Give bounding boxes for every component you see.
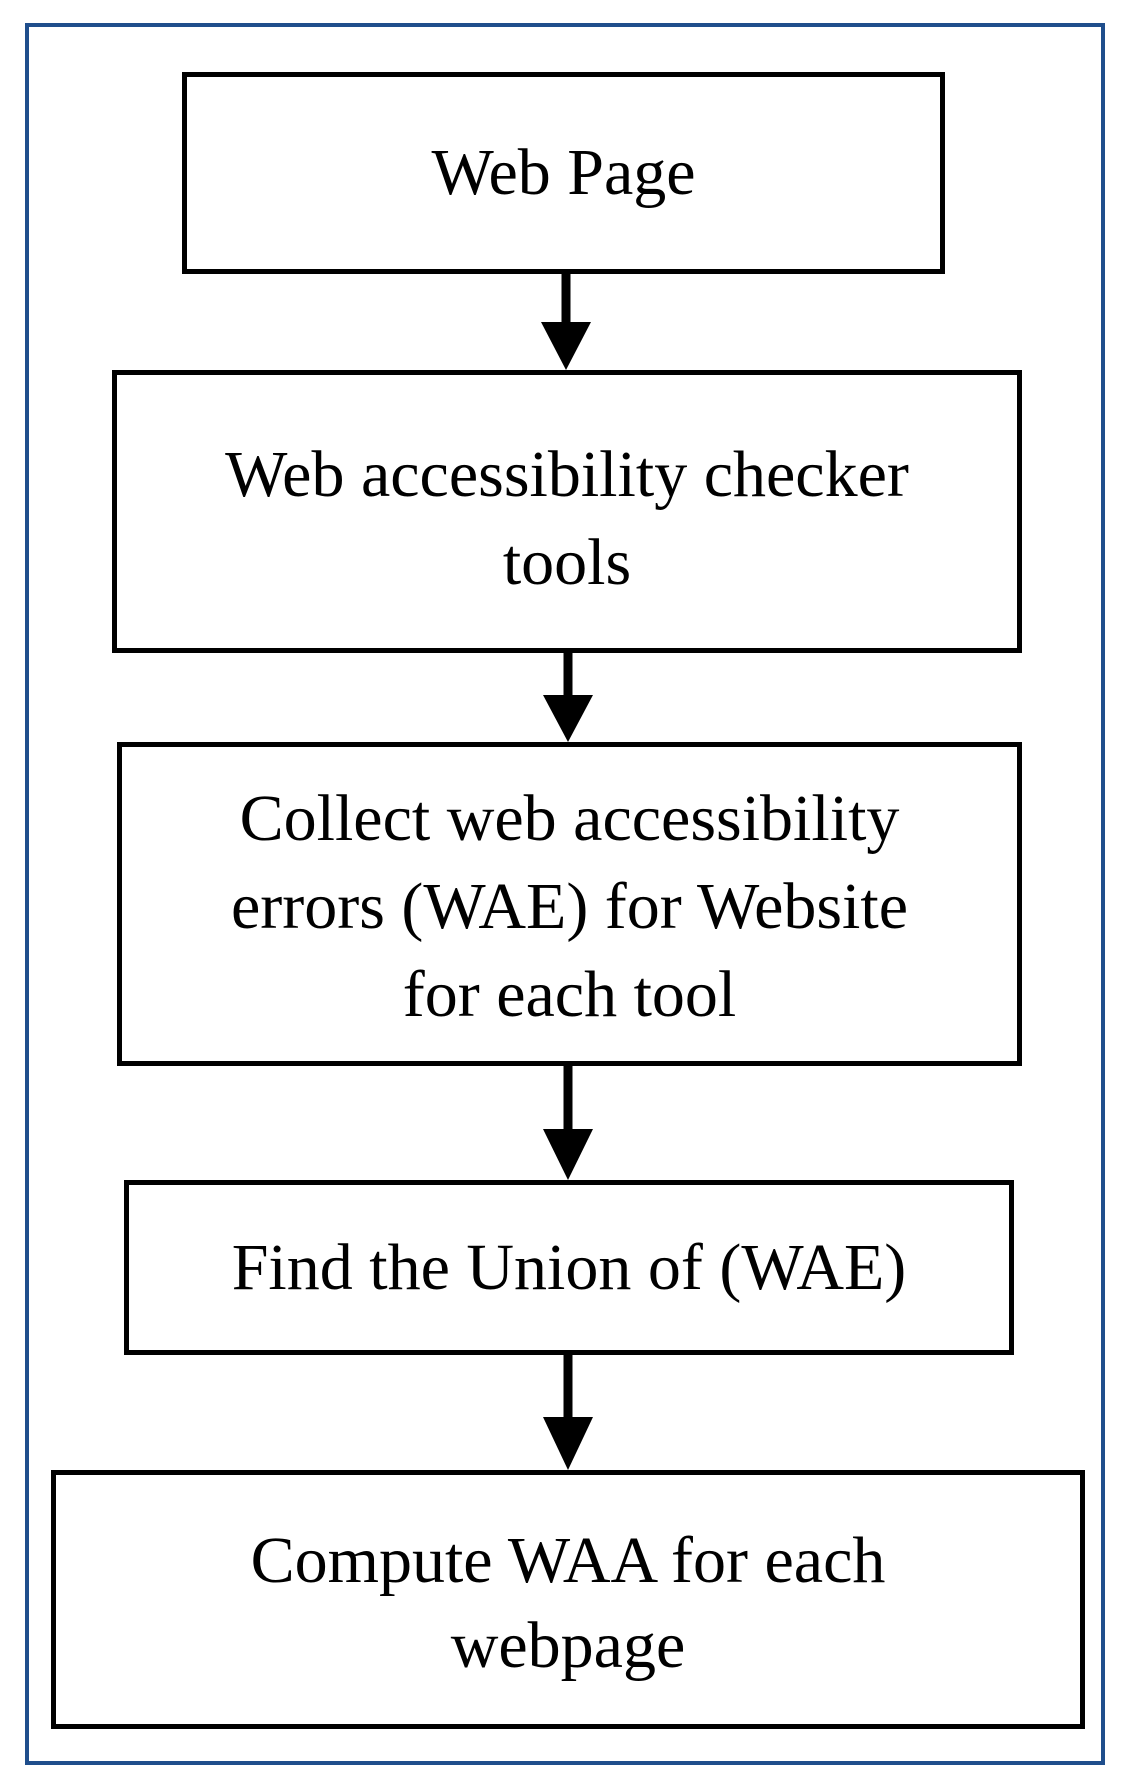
step-compute-waa: Compute WAA for each webpage xyxy=(51,1470,1085,1729)
step-text-line: tools xyxy=(502,525,632,599)
step-checker-tools-text: Web accessibility checker tools xyxy=(225,417,909,605)
step-find-union-text: Find the Union of (WAE) xyxy=(232,1224,907,1311)
step-collect-errors: Collect web accessibility errors (WAE) f… xyxy=(117,742,1022,1066)
step-collect-errors-text: Collect web accessibility errors (WAE) f… xyxy=(231,769,908,1038)
step-text-line: Find the Union of (WAE) xyxy=(231,1230,907,1304)
step-text-line: webpage xyxy=(450,1608,686,1682)
step-text-line: Web accessibility checker xyxy=(225,438,909,512)
step-text-line: Compute WAA for each xyxy=(250,1524,886,1598)
step-checker-tools: Web accessibility checker tools xyxy=(112,370,1022,653)
step-web-page: Web Page xyxy=(182,72,945,274)
step-web-page-text: Web Page xyxy=(431,129,695,216)
step-text-line: for each tool xyxy=(402,957,737,1031)
step-compute-waa-text: Compute WAA for each webpage xyxy=(251,1511,886,1688)
step-text-line: Web Page xyxy=(431,136,696,210)
step-text-line: errors (WAE) for Website xyxy=(230,870,909,944)
diagram-frame xyxy=(25,23,1105,1765)
step-find-union: Find the Union of (WAE) xyxy=(124,1180,1014,1355)
step-text-line: Collect web accessibility xyxy=(239,782,900,856)
